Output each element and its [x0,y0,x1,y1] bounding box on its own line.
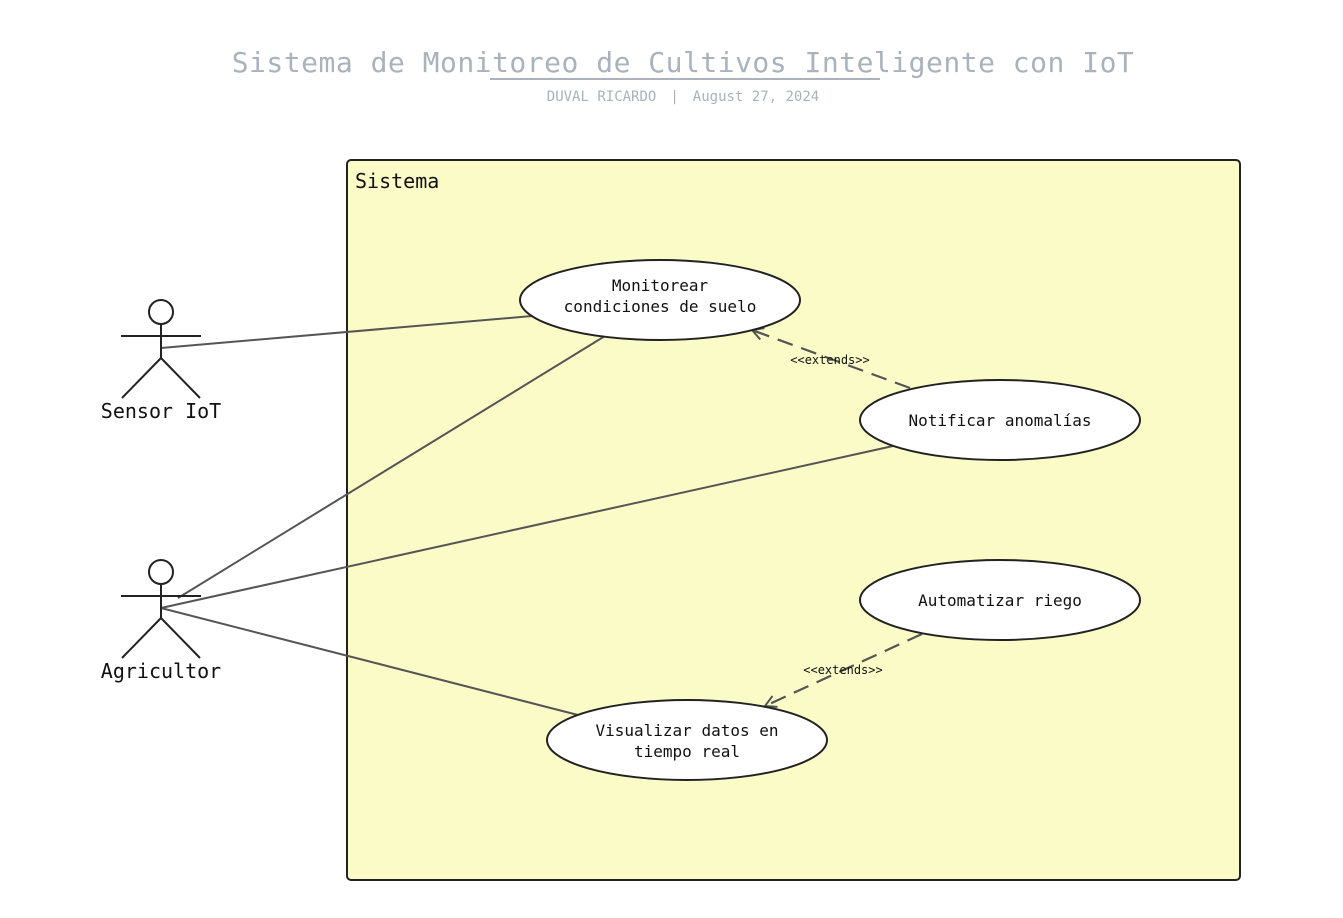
system-boundary-label: Sistema [355,169,439,193]
system-boundary [346,159,1241,881]
diagram-title: Sistema de Monitoreo de Cultivos Intelig… [231,46,1135,79]
actor-agricultor-head [148,559,174,585]
title-underline [490,78,880,80]
use-case-automate-irrigation-label: Automatizar riego [918,591,1082,610]
author-label: DUVAL RICARDO [546,89,657,105]
use-case-notify-anomalies-label: Notificar anomalías [908,411,1091,430]
actor-agricultor-left-leg [121,617,162,659]
use-case-monitor-soil-line2: condiciones de suelo [564,297,757,316]
actor-agricultor-label: Agricultor [101,659,221,683]
use-case-visualize-data-line2: tiempo real [634,742,740,761]
extend-notify-monitor [752,330,911,390]
use-case-notify-anomalies [859,379,1141,461]
diagram-subtitle: DUVAL RICARDO | August 27, 2024 [0,89,1343,105]
actor-sensor-right-leg [160,357,201,399]
association-sensor-monitor [160,315,533,349]
association-farmer-monitor [177,335,606,599]
extend-label-irrigate-visualize: <<extends>> [803,663,882,677]
subtitle-separator: | [670,89,679,105]
use-case-monitor-soil [519,259,801,341]
actor-agricultor-right-leg [160,617,201,659]
actor-sensor-left-leg [121,357,162,399]
use-case-monitor-soil-line1: Monitorear [612,276,709,295]
actor-sensor-iot [121,299,201,399]
extend-label-notify-monitor: <<extends>> [790,353,869,367]
use-case-visualize-data-line1: Visualizar datos en [595,721,778,740]
association-farmer-notify [160,445,894,609]
actor-sensor-head [148,299,174,325]
association-farmer-visualize [160,607,579,716]
use-case-automate-irrigation [859,559,1141,641]
extend-irrigate-visualize [765,633,923,706]
actor-agricultor [121,559,201,659]
date-label: August 27, 2024 [692,89,820,105]
actor-sensor-label: Sensor IoT [101,399,221,423]
use-case-visualize-data [546,699,828,781]
